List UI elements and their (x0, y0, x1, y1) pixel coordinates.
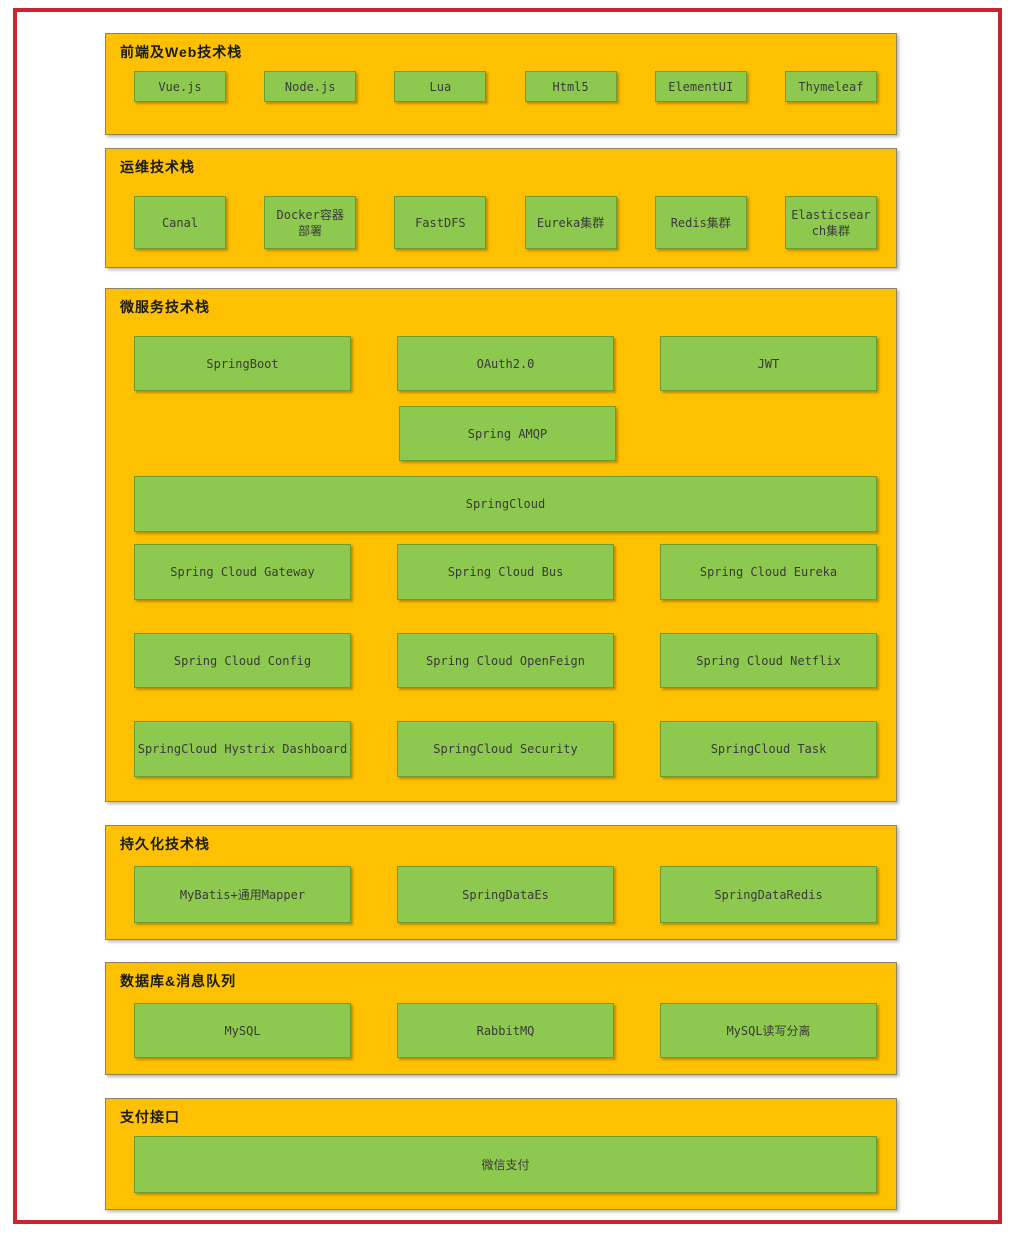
box-row: Spring AMQP (134, 406, 877, 461)
box-row: Canal Docker容器 部署 FastDFS Eureka集群 Redis… (134, 196, 877, 249)
tech-box-springcloud: SpringCloud (134, 476, 877, 532)
section-persistence-stack: 持久化技术栈 MyBatis+通用Mapper SpringDataEs Spr… (105, 825, 897, 940)
tech-box-mybatis-mapper: MyBatis+通用Mapper (134, 866, 351, 923)
tech-box-wechat-pay: 微信支付 (134, 1136, 877, 1193)
box-row: SpringCloud (134, 476, 877, 532)
tech-box-redis-cluster: Redis集群 (654, 196, 747, 249)
box-row: MySQL RabbitMQ MySQL读写分离 (134, 1003, 877, 1058)
box-row: MyBatis+通用Mapper SpringDataEs SpringData… (134, 866, 877, 923)
tech-box-springdata-es: SpringDataEs (397, 866, 614, 923)
tech-box-docker: Docker容器 部署 (264, 196, 357, 249)
section-frontend-web-stack: 前端及Web技术栈 Vue.js Node.js Lua Html5 Eleme… (105, 33, 897, 135)
tech-box-vuejs: Vue.js (134, 71, 226, 102)
section-database-mq: 数据库&消息队列 MySQL RabbitMQ MySQL读写分离 (105, 962, 897, 1075)
tech-box-mysql-rw-split: MySQL读写分离 (660, 1003, 877, 1058)
tech-box-rabbitmq: RabbitMQ (397, 1003, 614, 1058)
box-row: Spring Cloud Gateway Spring Cloud Bus Sp… (134, 544, 877, 600)
tech-box-sc-eureka: Spring Cloud Eureka (660, 544, 877, 600)
section-stack: 前端及Web技术栈 Vue.js Node.js Lua Html5 Eleme… (105, 12, 897, 1210)
section-ops-stack: 运维技术栈 Canal Docker容器 部署 FastDFS Eureka集群… (105, 148, 897, 268)
tech-box-nodejs: Node.js (264, 71, 357, 102)
tech-box-sc-config: Spring Cloud Config (134, 633, 351, 688)
section-title: 持久化技术栈 (120, 836, 210, 852)
tech-box-sc-netflix: Spring Cloud Netflix (660, 633, 877, 688)
tech-box-sc-gateway: Spring Cloud Gateway (134, 544, 351, 600)
box-row: 微信支付 (134, 1136, 877, 1193)
tech-box-canal: Canal (134, 196, 226, 249)
tech-box-elasticsearch-cluster: Elasticsear ch集群 (784, 196, 877, 249)
section-microservice-stack: 微服务技术栈 SpringBoot OAuth2.0 JWT Spring AM… (105, 288, 897, 802)
box-row: Spring Cloud Config Spring Cloud OpenFei… (134, 633, 877, 688)
tech-box-spring-amqp: Spring AMQP (399, 406, 616, 461)
tech-box-sc-openfeign: Spring Cloud OpenFeign (397, 633, 614, 688)
tech-box-thymeleaf: Thymeleaf (784, 71, 877, 102)
tech-box-sc-task: SpringCloud Task (660, 721, 877, 777)
tech-box-eureka-cluster: Eureka集群 (524, 196, 617, 249)
section-title: 微服务技术栈 (120, 299, 210, 315)
tech-box-fastdfs: FastDFS (394, 196, 487, 249)
tech-box-oauth2: OAuth2.0 (397, 336, 614, 391)
tech-box-lua: Lua (394, 71, 487, 102)
box-row: Vue.js Node.js Lua Html5 ElementUI Thyme… (134, 71, 877, 102)
tech-box-sc-bus: Spring Cloud Bus (397, 544, 614, 600)
tech-box-springdata-redis: SpringDataRedis (660, 866, 877, 923)
diagram-frame: 前端及Web技术栈 Vue.js Node.js Lua Html5 Eleme… (13, 8, 1002, 1224)
section-title: 数据库&消息队列 (120, 973, 237, 989)
tech-box-html5: Html5 (524, 71, 617, 102)
section-title: 前端及Web技术栈 (120, 44, 243, 60)
tech-box-jwt: JWT (660, 336, 877, 391)
tech-box-sc-hystrix-dashboard: SpringCloud Hystrix Dashboard (134, 721, 351, 777)
section-payment-interface: 支付接口 微信支付 (105, 1098, 897, 1210)
section-title: 运维技术栈 (120, 159, 195, 175)
box-row: SpringBoot OAuth2.0 JWT (134, 336, 877, 391)
tech-box-elementui: ElementUI (654, 71, 747, 102)
tech-box-mysql: MySQL (134, 1003, 351, 1058)
tech-box-sc-security: SpringCloud Security (397, 721, 614, 777)
section-title: 支付接口 (120, 1109, 180, 1125)
box-row: SpringCloud Hystrix Dashboard SpringClou… (134, 721, 877, 777)
tech-box-springboot: SpringBoot (134, 336, 351, 391)
